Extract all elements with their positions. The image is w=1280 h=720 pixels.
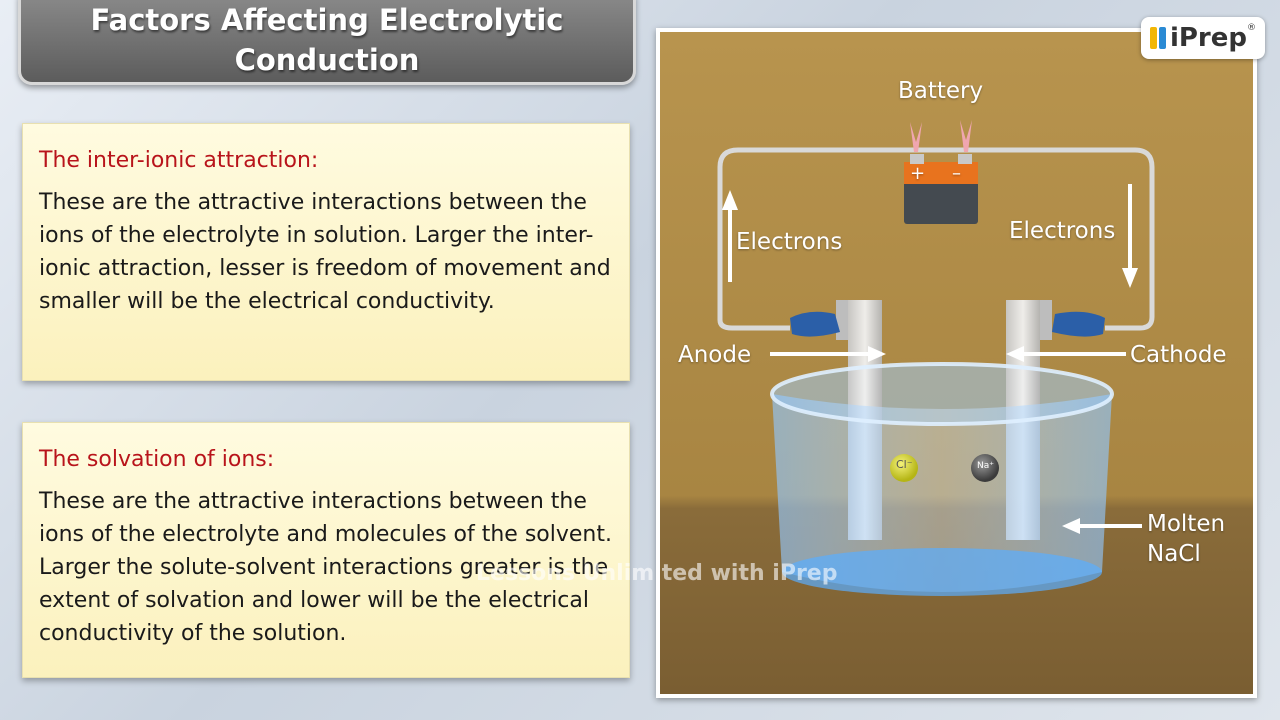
electrolysis-diagram: Battery + – Electrons Electrons Anode Ca… [656,28,1257,698]
section-card-inter-ionic: The inter-ionic attraction: These are th… [22,123,630,381]
watermark-text: Lessons Unlimited with iPrep [476,561,838,586]
anode-label: Anode [678,342,752,368]
cathode-clip [1052,311,1105,337]
diagram-graphic [660,32,1253,694]
sodium-ion-icon [971,454,999,482]
sodium-ion-label: Na⁺ [977,461,994,471]
title-banner: Factors Affecting Electrolytic Conductio… [18,0,636,85]
circuit-wire [717,147,1155,331]
electrons-left-label: Electrons [736,229,843,255]
chloride-ion-icon [890,454,918,482]
section-body: These are the attractive interactions be… [39,489,612,646]
electron-flow-arrow-up [722,190,738,282]
anode-pointer-arrow [770,346,886,362]
section-heading: The inter-ionic attraction: [39,148,319,173]
electron-flow-arrow-down [1122,184,1138,288]
iprep-logo-icon [1149,27,1166,49]
battery-minus-sign: – [952,163,961,184]
battery-label: Battery [898,78,984,104]
molten-label: Molten [1147,511,1226,537]
page-title: Factors Affecting Electrolytic Conductio… [90,3,564,77]
chloride-ion-label: Cl⁻ [896,458,913,471]
cathode-label: Cathode [1130,342,1227,368]
molten-pointer-arrow [1062,518,1142,534]
battery-icon [904,120,978,224]
iprep-logo: iPrep ® [1141,17,1265,59]
logo-text: iPrep [1169,23,1248,53]
beaker-base [782,548,1102,596]
section-body: These are the attractive interactions be… [39,190,611,314]
section-card-solvation: The solvation of ions: These are the att… [22,422,630,678]
cathode-pointer-arrow [1006,346,1126,362]
logo-registered-mark: ® [1247,23,1257,33]
beaker-body [772,394,1112,592]
circuit-wire-left [717,319,790,331]
nacl-label: NaCl [1147,541,1201,567]
anode-clip [790,311,840,337]
electrons-right-label: Electrons [1009,218,1116,244]
section-heading: The solvation of ions: [39,447,275,472]
battery-plus-sign: + [910,163,926,184]
